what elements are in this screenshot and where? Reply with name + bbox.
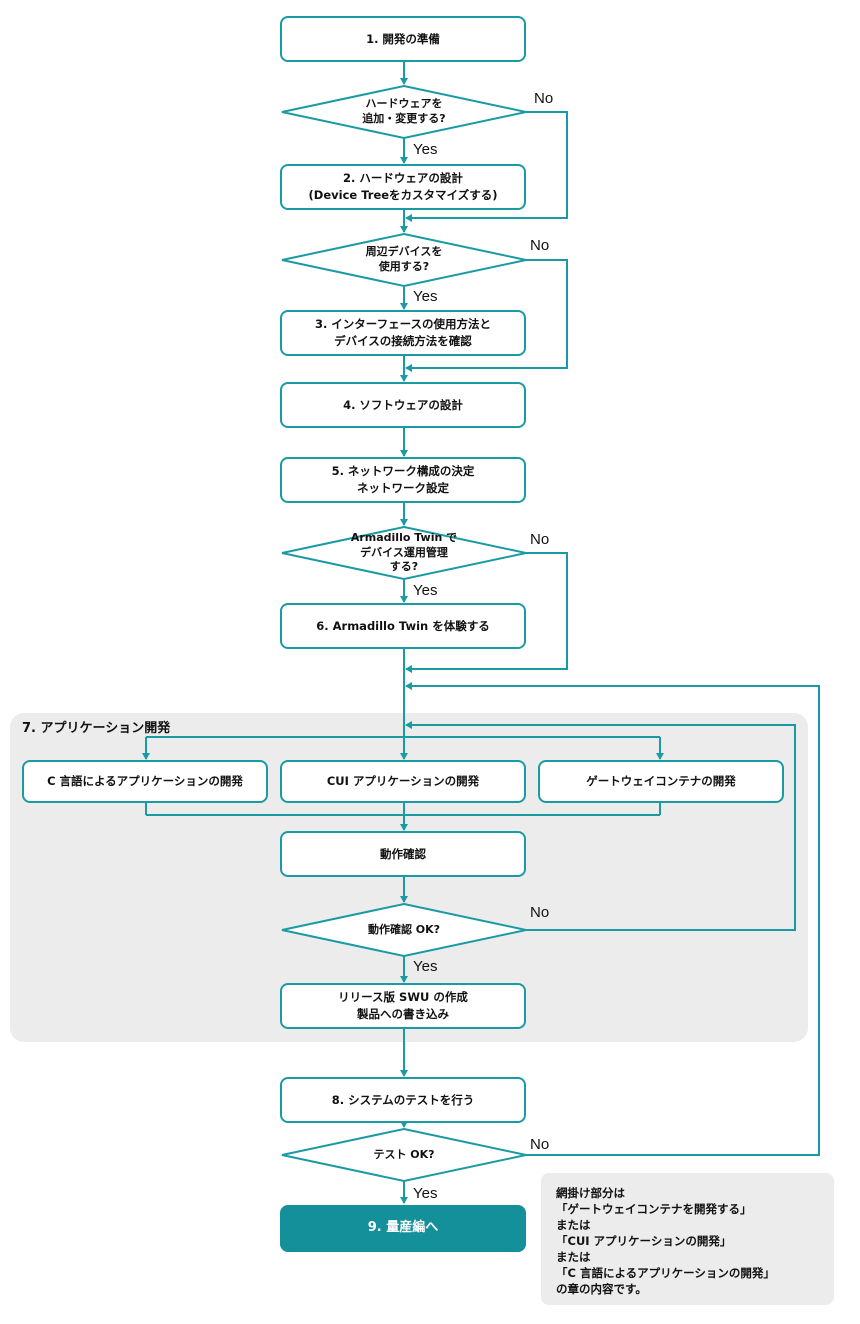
- step-6-box: 6. Armadillo Twin を体験する: [280, 603, 526, 649]
- step-4-box: 4. ソフトウェアの設計: [280, 382, 526, 428]
- verify-box: 動作確認: [280, 831, 526, 877]
- step-9-box: 9. 量産編へ: [280, 1205, 526, 1252]
- no-label: No: [530, 237, 550, 254]
- note-line: の章の内容です。: [556, 1282, 647, 1296]
- decision-peripheral-text: 周辺デバイスを 使用する?: [365, 245, 443, 273]
- yes-label: Yes: [413, 288, 438, 305]
- release-box: リリース版 SWU の作成 製品への書き込み: [280, 983, 526, 1029]
- no-label: No: [530, 904, 550, 921]
- note-line: または: [556, 1218, 591, 1232]
- no-label: No: [530, 1136, 550, 1153]
- no-label: No: [534, 90, 554, 107]
- yes-label: Yes: [413, 141, 438, 158]
- decision-test-text: テスト OK?: [373, 1147, 435, 1161]
- note-line: 「C 言語によるアプリケーションの開発」: [556, 1266, 775, 1280]
- group-title: 7. アプリケーション開発: [22, 721, 171, 736]
- note-line: または: [556, 1250, 591, 1264]
- step-2-box: 2. ハードウェアの設計 (Device Treeをカスタマイズする): [280, 164, 526, 210]
- note-line: 「CUI アプリケーションの開発」: [556, 1234, 732, 1248]
- app-gateway-box: ゲートウェイコンテナの開発: [538, 760, 784, 803]
- note-line: 「ゲートウェイコンテナを開発する」: [556, 1202, 752, 1216]
- no-label: No: [530, 531, 550, 548]
- step-3-box: 3. インターフェースの使用方法と デバイスの接続方法を確認: [280, 310, 526, 356]
- note-line: 網掛け部分は: [556, 1186, 625, 1200]
- decision-hardware-text: ハードウェアを 追加・変更する?: [362, 97, 446, 125]
- step-8-box: 8. システムのテストを行う: [280, 1077, 526, 1123]
- yes-label: Yes: [413, 958, 438, 975]
- app-c-box: C 言語によるアプリケーションの開発: [22, 760, 268, 803]
- decision-twin-text: Armadillo Twin で デバイス運用管理 する?: [350, 530, 458, 574]
- yes-label: Yes: [413, 582, 438, 599]
- yes-label: Yes: [413, 1185, 438, 1202]
- step-1-box: 1. 開発の準備: [280, 16, 526, 62]
- step-5-box: 5. ネットワーク構成の決定 ネットワーク設定: [280, 457, 526, 503]
- app-cui-box: CUI アプリケーションの開発: [280, 760, 526, 803]
- decision-verify-text: 動作確認 OK?: [367, 922, 441, 936]
- note-box: 網掛け部分は 「ゲートウェイコンテナを開発する」 または 「CUI アプリケーシ…: [541, 1173, 834, 1305]
